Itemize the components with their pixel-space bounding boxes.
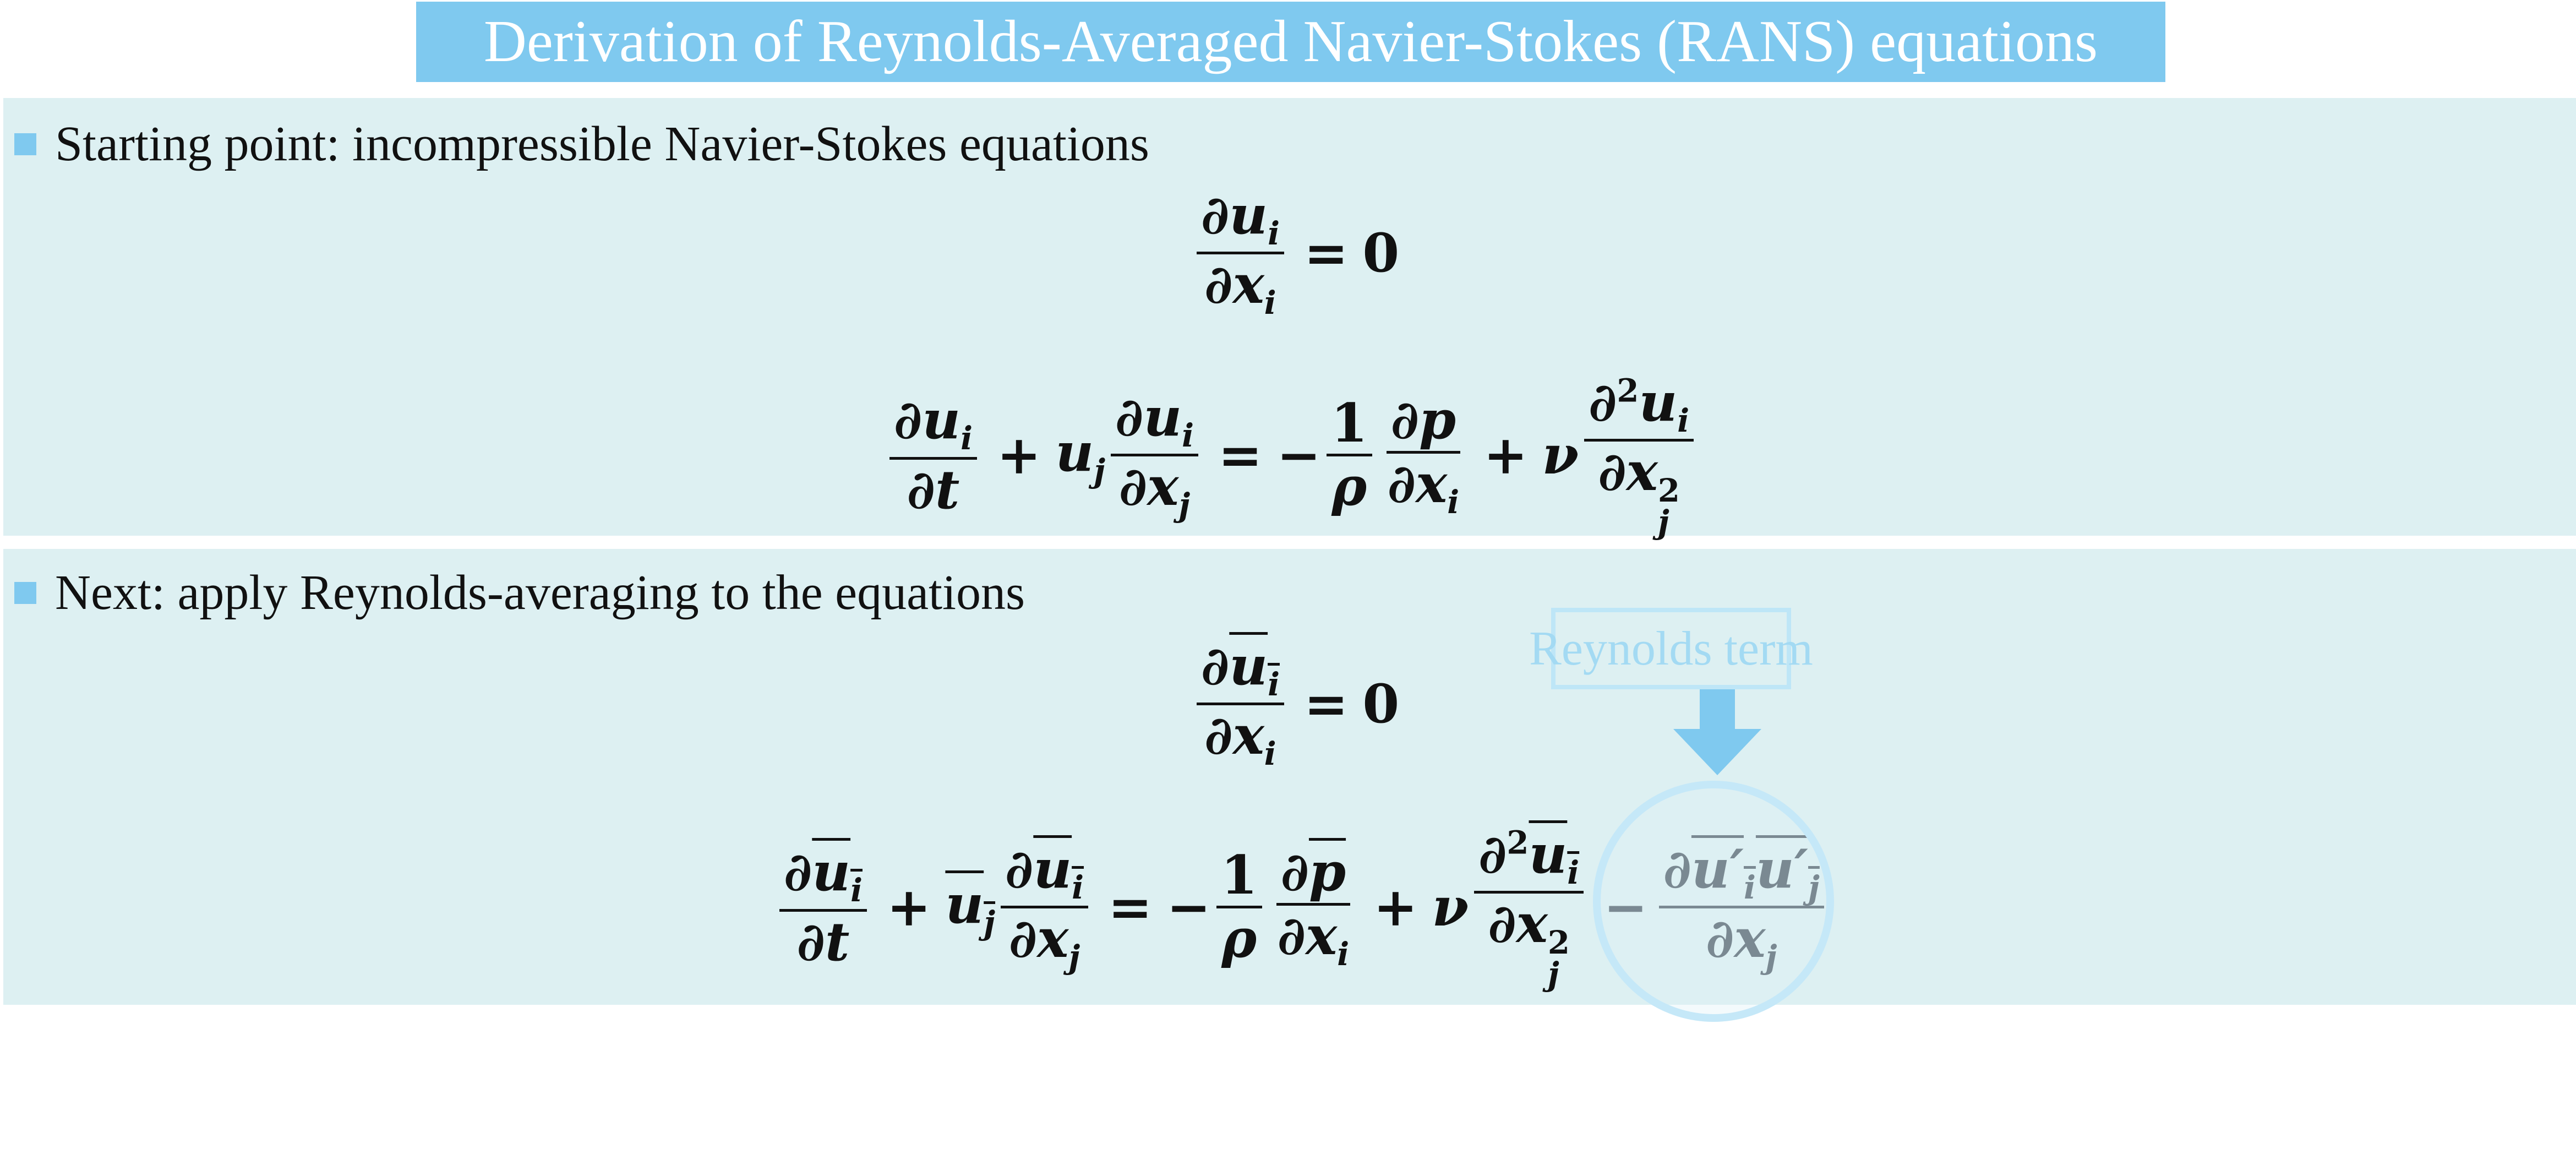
bullet-row: Next: apply Reynolds-averaging to the eq… — [14, 564, 1025, 621]
fraction: ∂p ∂xi — [1276, 841, 1351, 973]
reynolds-term-highlight-circle — [1593, 781, 1834, 1022]
bullet-square-icon — [14, 581, 36, 604]
fraction: ∂ui ∂t — [889, 390, 977, 520]
continuity-equation: ∂ui ∂xi =0 — [1191, 184, 1399, 322]
fraction: ∂p ∂xi — [1386, 389, 1461, 521]
momentum-equation: ∂ui ∂t + uj ∂ui ∂xj = − 1 ρ ∂p ∂xi + ν ∂… — [884, 372, 1699, 538]
averaged-momentum-equation: ∂ui ∂t + uj ∂ui ∂xj = − 1 ρ ∂p ∂xi + ν ∂… — [774, 824, 1830, 990]
fraction: ∂ui ∂xi — [1197, 184, 1284, 322]
section-reynolds-averaging: Next: apply Reynolds-averaging to the eq… — [3, 549, 2576, 1005]
fraction: 1 ρ — [1326, 393, 1372, 518]
section-navier-stokes: Starting point: incompressible Navier-St… — [3, 98, 2576, 538]
bullet-row: Starting point: incompressible Navier-St… — [14, 116, 1149, 172]
fraction: ∂ui ∂xj — [1111, 386, 1199, 524]
fraction: ∂ui ∂xi — [1197, 635, 1284, 772]
fraction: ∂ui ∂xj — [1001, 839, 1089, 976]
title-bar: Derivation of Reynolds-Averaged Navier-S… — [416, 2, 2165, 82]
page-title: Derivation of Reynolds-Averaged Navier-S… — [483, 9, 2098, 74]
reynolds-term-label: Reynolds term — [1529, 608, 1813, 689]
down-arrow-icon — [1673, 689, 1761, 775]
bullet-text: Next: apply Reynolds-averaging to the eq… — [55, 565, 1025, 620]
fraction: 1 ρ — [1216, 845, 1262, 970]
averaged-continuity-equation: ∂ui ∂xi =0 — [1191, 635, 1399, 772]
reynolds-term-label-text: Reynolds term — [1529, 622, 1813, 676]
fraction: ∂ui ∂t — [779, 842, 867, 972]
bullet-text: Starting point: incompressible Navier-St… — [55, 117, 1149, 171]
bullet-square-icon — [14, 133, 36, 155]
